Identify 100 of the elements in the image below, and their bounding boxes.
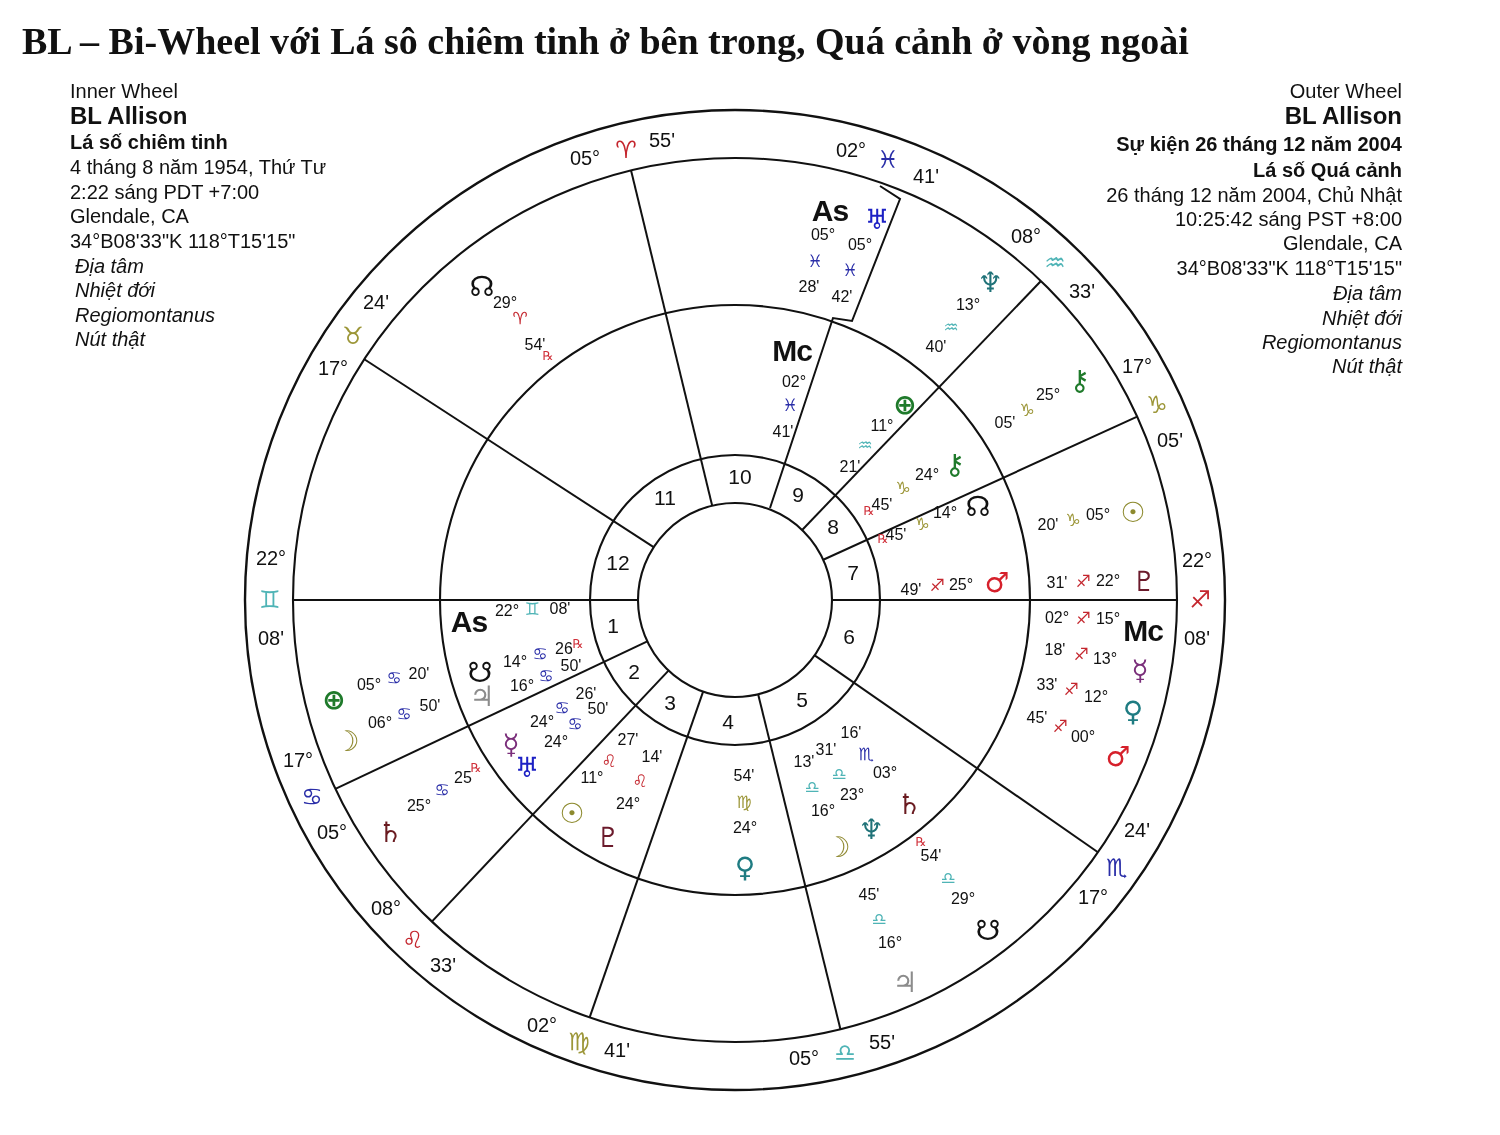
cusp-position-label: 08° bbox=[1010, 225, 1042, 247]
cusp-position-label: 02° bbox=[526, 1014, 558, 1036]
position-label: 54' bbox=[733, 767, 755, 785]
position-label: 12° bbox=[1083, 688, 1109, 706]
position-label: 05° bbox=[1085, 506, 1111, 524]
house-number: 5 bbox=[796, 688, 808, 712]
cusp-position-label: 05° bbox=[788, 1047, 820, 1069]
zodiac-sign-symbol: ♓ bbox=[842, 260, 858, 280]
position-label: 54' bbox=[920, 847, 942, 865]
cusp-position-label: 55' bbox=[648, 129, 676, 151]
chart-info-line: Sự kiện 26 tháng 12 năm 2004 bbox=[1116, 133, 1402, 155]
zodiac-sign-symbol: ♐ bbox=[1063, 679, 1079, 699]
position-label: 14° bbox=[932, 504, 958, 522]
zodiac-sign-symbol: ♋ bbox=[386, 668, 402, 688]
position-label: 16° bbox=[509, 677, 535, 695]
lunar-node-symbol: ☊ bbox=[965, 491, 991, 523]
cusp-position-label: 55' bbox=[868, 1031, 896, 1053]
zodiac-sign-symbol: ♊ bbox=[259, 586, 281, 614]
chart-info-line: Nhiệt đới bbox=[1322, 307, 1402, 329]
position-label: 20' bbox=[408, 665, 430, 683]
chart-info-line: 2:22 sáng PDT +7:00 bbox=[70, 181, 260, 203]
house-number: 10 bbox=[728, 465, 752, 489]
zodiac-sign-symbol: ♑ bbox=[914, 514, 930, 534]
planet-symbol: ☽ bbox=[825, 832, 851, 864]
retrograde-symbol: ℞ bbox=[470, 762, 482, 776]
chart-info-line: 26 tháng 12 năm 2004, Chủ Nhật bbox=[1106, 184, 1402, 206]
angle-label: As bbox=[811, 193, 849, 227]
zodiac-sign-symbol: ♌ bbox=[632, 771, 648, 791]
zodiac-sign-symbol: ♎ bbox=[940, 868, 956, 888]
zodiac-sign-symbol: ♐ bbox=[929, 575, 945, 595]
cusp-position-label: 17° bbox=[317, 357, 349, 379]
zodiac-sign-symbol: ♑ bbox=[1065, 510, 1081, 530]
house-number: 3 bbox=[664, 691, 676, 715]
chart-info-line: Nhiệt đới bbox=[75, 279, 155, 301]
zodiac-sign-symbol: ♒ bbox=[943, 317, 959, 337]
angle-label: Mc bbox=[1123, 613, 1163, 647]
cusp-position-label: 22° bbox=[1181, 549, 1213, 571]
house-number: 4 bbox=[722, 710, 734, 734]
chart-info-line: 34°B08'33"K 118°T15'15" bbox=[1176, 257, 1402, 279]
cusp-position-label: 22° bbox=[255, 547, 287, 569]
position-label: 26' bbox=[575, 685, 597, 703]
zodiac-sign-symbol: ♋ bbox=[396, 704, 412, 724]
position-label: 24° bbox=[615, 795, 641, 813]
position-label: 28' bbox=[798, 278, 820, 296]
cusp-position-label: 08' bbox=[257, 627, 285, 649]
cusp-position-label: 17° bbox=[1077, 886, 1109, 908]
position-label: 06° bbox=[367, 714, 393, 732]
planet-symbol: ♃ bbox=[469, 681, 495, 713]
position-label: 22° bbox=[1095, 572, 1121, 590]
cusp-position-label: 24' bbox=[1123, 819, 1151, 841]
cusp-position-label: 41' bbox=[912, 165, 940, 187]
position-label: 41' bbox=[772, 423, 794, 441]
planet-symbol: ☿ bbox=[1131, 655, 1149, 687]
zodiac-sign-symbol: ♑ bbox=[895, 478, 911, 498]
position-label: 13' bbox=[793, 753, 815, 771]
position-label: 15° bbox=[1095, 610, 1121, 628]
position-label: 05° bbox=[847, 236, 873, 254]
chart-info-line: 10:25:42 sáng PST +8:00 bbox=[1174, 208, 1402, 230]
zodiac-sign-symbol: ♐ bbox=[1073, 644, 1089, 664]
position-label: 27' bbox=[617, 731, 639, 749]
house-number: 9 bbox=[792, 483, 804, 507]
angle-label: Mc bbox=[772, 333, 812, 367]
position-label: 05° bbox=[356, 676, 382, 694]
cusp-position-label: 24' bbox=[362, 291, 390, 313]
planet-symbol: ☉ bbox=[1120, 497, 1146, 529]
position-label: 24° bbox=[914, 466, 940, 484]
chart-info-line: Lá số chiêm tinh bbox=[70, 131, 228, 153]
retrograde-symbol: ℞ bbox=[915, 836, 927, 850]
position-label: 25 bbox=[454, 769, 472, 787]
planet-symbol: ♄ bbox=[896, 789, 922, 821]
planet-symbol: ⚷ bbox=[944, 449, 966, 481]
position-label: 08' bbox=[549, 600, 571, 618]
planet-symbol: ♃ bbox=[892, 967, 918, 999]
planet-symbol: ♂ bbox=[984, 567, 1010, 599]
position-label: 42' bbox=[831, 288, 853, 306]
zodiac-sign-symbol: ♎ bbox=[831, 764, 847, 784]
position-label: 40' bbox=[925, 338, 947, 356]
position-label: 11° bbox=[580, 769, 604, 787]
zodiac-sign-symbol: ♋ bbox=[554, 698, 570, 718]
chart-info-line: Glendale, CA bbox=[70, 205, 189, 227]
house-number: 2 bbox=[628, 660, 640, 684]
house-number: 11 bbox=[654, 486, 676, 510]
planet-symbol: ♅ bbox=[514, 752, 540, 784]
position-label: 45' bbox=[858, 886, 880, 904]
zodiac-sign-symbol: ♏ bbox=[858, 744, 874, 764]
zodiac-sign-symbol: ♑ bbox=[1019, 400, 1035, 420]
zodiac-sign-symbol: ♓ bbox=[782, 395, 798, 415]
position-label: 05' bbox=[994, 414, 1016, 432]
chart-info-line: Regiomontanus bbox=[75, 304, 216, 326]
zodiac-sign-symbol: ♋ bbox=[532, 644, 548, 664]
position-label: 26 bbox=[555, 640, 573, 658]
house-number: 1 bbox=[607, 614, 619, 638]
chart-info-line: Outer Wheel bbox=[1289, 80, 1402, 102]
cusp-position-label: 17° bbox=[1121, 355, 1153, 377]
position-label: 20' bbox=[1037, 516, 1059, 534]
position-label: 02° bbox=[1044, 609, 1070, 627]
house-number: 6 bbox=[843, 625, 855, 649]
planet-symbol: ♇ bbox=[595, 822, 621, 854]
zodiac-sign-symbol: ♏ bbox=[1106, 854, 1128, 882]
zodiac-sign-symbol: ♈ bbox=[615, 136, 637, 164]
